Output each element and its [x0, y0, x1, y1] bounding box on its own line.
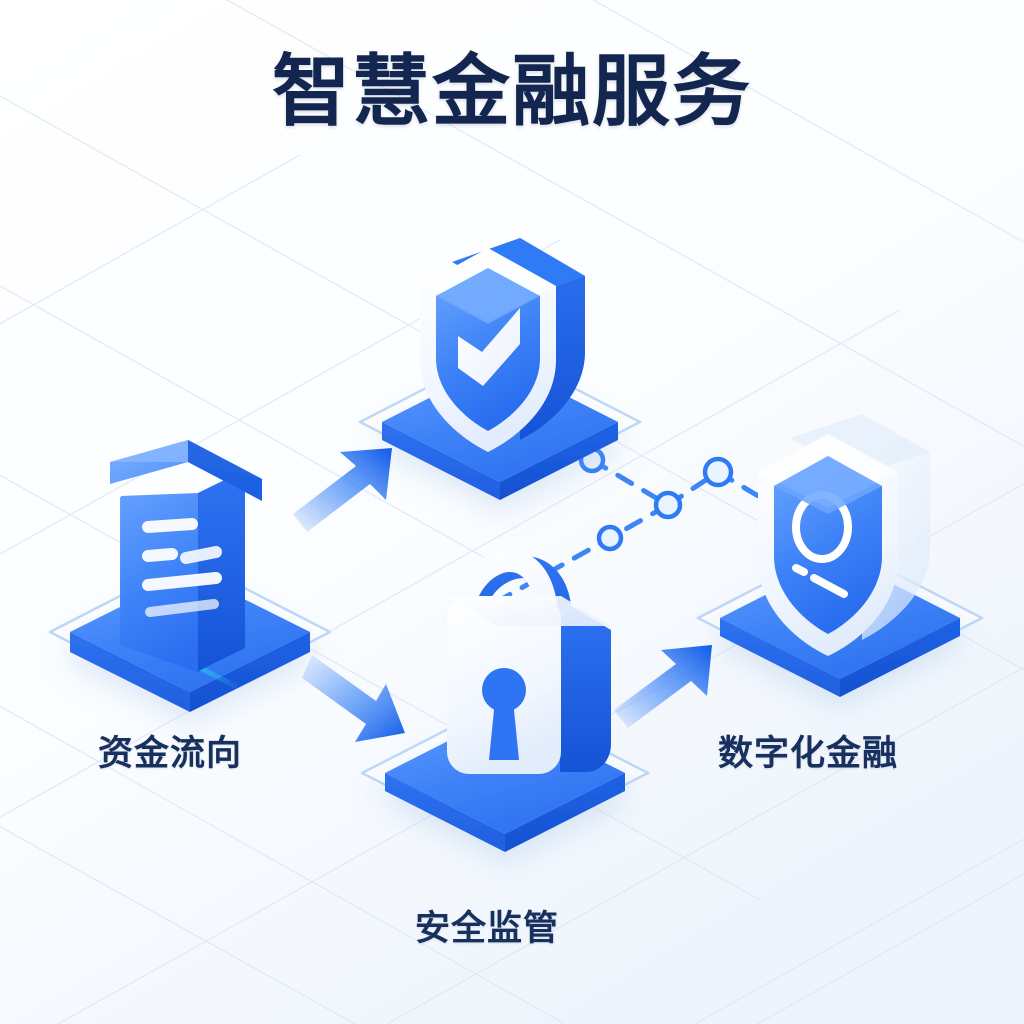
arrow-lock-to-digital — [614, 645, 712, 728]
page-title: 智慧金融服务 — [271, 47, 752, 135]
node-security-supervision[interactable] — [360, 550, 650, 852]
keyhole-icon — [482, 668, 526, 760]
node-digital-finance[interactable] — [696, 414, 984, 697]
network-node-dot — [578, 446, 734, 552]
document-text-lines — [142, 518, 222, 617]
padlock-icon — [447, 550, 611, 774]
label-funds-flow: 资金流向 — [98, 734, 243, 773]
arrow-funds-to-shield — [293, 448, 392, 532]
arrow-funds-to-lock — [302, 655, 405, 742]
node-funds-flow[interactable] — [48, 440, 332, 712]
label-digital-finance: 数字化金融 — [718, 734, 899, 773]
shield-check-icon — [420, 238, 585, 452]
shield-user-icon — [758, 414, 930, 656]
label-security-supervision: 安全监管 — [415, 909, 560, 948]
node-shield-check[interactable] — [358, 238, 642, 500]
bank-document-icon — [110, 440, 262, 672]
